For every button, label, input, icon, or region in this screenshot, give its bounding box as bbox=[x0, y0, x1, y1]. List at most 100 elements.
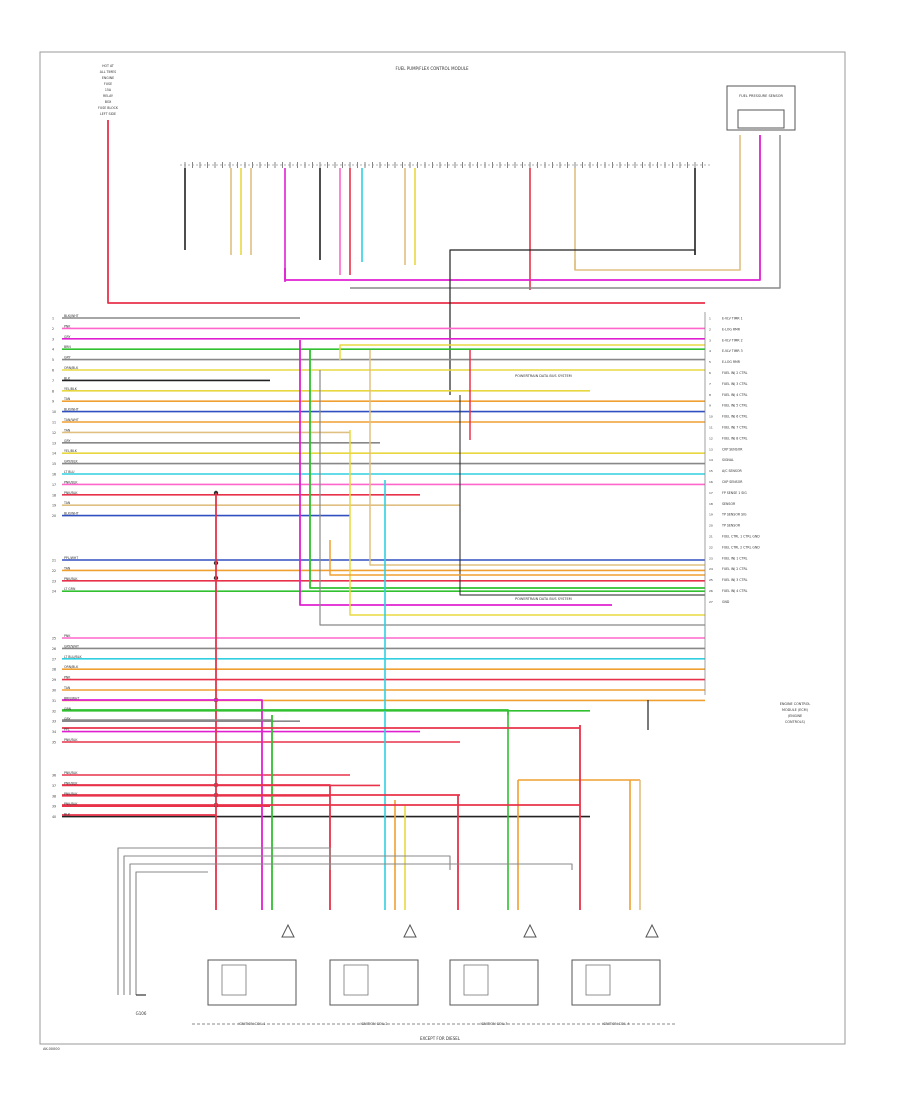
left-wire-label: YEL/BLK bbox=[64, 387, 78, 391]
right-pin-label: FUEL CTRL 1 CTRL GND bbox=[722, 535, 760, 539]
right-pin-number: 17 bbox=[709, 491, 713, 495]
ecm-vertical-wire bbox=[329, 540, 705, 576]
left-wire-label: BLK/WHT bbox=[64, 314, 79, 318]
ground-label: G106 bbox=[136, 1011, 147, 1016]
left-wire-label: PNK/BLK bbox=[64, 577, 78, 581]
left-pin-number: 5 bbox=[52, 358, 54, 362]
right-pin-number: 14 bbox=[709, 458, 713, 462]
page-code: AK-00000 bbox=[43, 1047, 60, 1051]
left-pin-number: 9 bbox=[52, 400, 54, 404]
left-pin-number: 7 bbox=[52, 379, 54, 383]
left-wire-label: GRY bbox=[64, 335, 70, 339]
left-wire-label: PNK/BLK bbox=[64, 781, 78, 785]
coil-box bbox=[449, 959, 539, 1006]
sensor-name: FUEL PRESSURE SENSOR bbox=[739, 94, 783, 98]
right-pin-label: E-LOG RMR bbox=[722, 327, 741, 331]
coil-winding bbox=[343, 964, 369, 996]
left-pin-number: 21 bbox=[52, 559, 56, 563]
right-pin-label: E-VLV TIMR 3 bbox=[722, 349, 743, 353]
coil-label: IGNITION COIL 4 bbox=[603, 1022, 630, 1026]
ground-wire bbox=[135, 871, 208, 995]
right-pin-number: 13 bbox=[709, 447, 713, 451]
left-wire-label: BLK/WHT bbox=[64, 512, 79, 516]
right-pin-number: 7 bbox=[709, 382, 711, 386]
sensor-wire bbox=[574, 135, 741, 271]
fuse-label-line: HOT AT bbox=[102, 64, 114, 68]
ecm-vertical-wire bbox=[299, 340, 612, 606]
left-wire-label: PNK/BLK bbox=[64, 792, 78, 796]
right-pin-number: 26 bbox=[709, 589, 713, 593]
right-pin-number: 18 bbox=[709, 502, 713, 506]
right-pin-number: 6 bbox=[709, 371, 711, 375]
left-pin-number: 26 bbox=[52, 647, 56, 651]
left-pin-number: 35 bbox=[52, 741, 56, 745]
top-connector-row bbox=[180, 162, 710, 168]
left-pin-number: 37 bbox=[52, 784, 56, 788]
left-wire-label: BLK bbox=[64, 813, 71, 817]
left-pin-number: 33 bbox=[52, 720, 56, 724]
right-pin-label: E-LOG RMR bbox=[722, 360, 741, 364]
ecm-label-line: (ENGINE bbox=[788, 714, 802, 718]
left-pin-number: 6 bbox=[52, 369, 54, 373]
coil-winding bbox=[221, 964, 247, 996]
left-pin-number: 24 bbox=[52, 590, 56, 594]
right-pin-number: 2 bbox=[709, 327, 711, 331]
right-pin-label: FUEL INJ 2 CTRL bbox=[722, 567, 748, 571]
left-wire-label: BRN/WHT bbox=[64, 696, 79, 700]
ecm-vertical-wire bbox=[459, 395, 705, 596]
fuse-label-line: RELAY bbox=[103, 94, 113, 98]
left-wire-label: PNK/BLK bbox=[64, 491, 78, 495]
left-wire-label: GRY/WHT bbox=[64, 644, 79, 648]
right-pin-number: 11 bbox=[709, 426, 713, 430]
sensor-wire bbox=[284, 135, 761, 281]
left-pin-number: 38 bbox=[52, 794, 56, 798]
left-pin-number: 27 bbox=[52, 657, 56, 661]
coil-box bbox=[207, 959, 297, 1006]
right-pin-label: CKP SENSOR bbox=[722, 480, 743, 484]
left-pin-number: 8 bbox=[52, 389, 54, 393]
left-pin-number: 13 bbox=[52, 441, 56, 445]
left-pin-number: 22 bbox=[52, 569, 56, 573]
left-pin-number: 25 bbox=[52, 637, 56, 641]
right-pin-label: FUEL INJ 7 CTRL bbox=[722, 426, 748, 430]
left-pin-number: 15 bbox=[52, 462, 56, 466]
ecm-vertical-wire bbox=[319, 370, 705, 626]
left-pin-number: 2 bbox=[52, 327, 54, 331]
left-wire-label: GRY bbox=[64, 356, 70, 360]
right-pin-label: FUEL INJ 8 CTRL bbox=[722, 436, 748, 440]
right-pin-number: 25 bbox=[709, 578, 713, 582]
left-wire-label: PNK/BLK bbox=[64, 771, 78, 775]
right-pin-number: 20 bbox=[709, 524, 713, 528]
fuse-label-line: LEFT SIDE bbox=[100, 112, 116, 116]
left-wire-label: PNK bbox=[64, 634, 71, 638]
right-pin-label: FUEL INJ 1 CTRL bbox=[722, 556, 748, 560]
ground-wire bbox=[129, 863, 573, 995]
right-pin-label: FUEL INJ 3 CTRL bbox=[722, 382, 748, 386]
right-pin-number: 16 bbox=[709, 480, 713, 484]
coil-winding bbox=[585, 964, 611, 996]
right-pin-label: E-VLV TIMR 2 bbox=[722, 338, 743, 342]
left-wire-label: TAN bbox=[63, 428, 71, 432]
left-wire-label: BLK bbox=[64, 376, 71, 380]
right-pin-number: 27 bbox=[709, 600, 713, 604]
right-pin-number: 15 bbox=[709, 469, 713, 473]
right-pin-label: E-VLV TIMR 1 bbox=[722, 317, 743, 321]
left-wire-label: PNK/BLK bbox=[64, 480, 78, 484]
right-pin-number: 22 bbox=[709, 545, 713, 549]
right-pin-label: A/C SENSOR bbox=[722, 469, 742, 473]
right-pin-number: 24 bbox=[709, 567, 713, 571]
right-pin-number: 8 bbox=[709, 393, 711, 397]
left-pin-number: 18 bbox=[52, 493, 56, 497]
spark-plug-icon bbox=[645, 923, 659, 938]
left-wire-label: LT BLU bbox=[64, 470, 75, 474]
right-pin-label: FUEL INJ 5 CTRL bbox=[722, 404, 748, 408]
right-pin-number: 12 bbox=[709, 436, 713, 440]
left-wire-label: PNK bbox=[64, 324, 71, 328]
left-pin-number: 40 bbox=[52, 815, 56, 819]
ecm-vertical-wire bbox=[349, 430, 705, 616]
left-pin-number: 11 bbox=[52, 421, 56, 425]
ecm-vertical-wire bbox=[369, 350, 705, 566]
left-wire-label: PNK bbox=[64, 676, 71, 680]
diagram-frame bbox=[39, 51, 846, 1045]
